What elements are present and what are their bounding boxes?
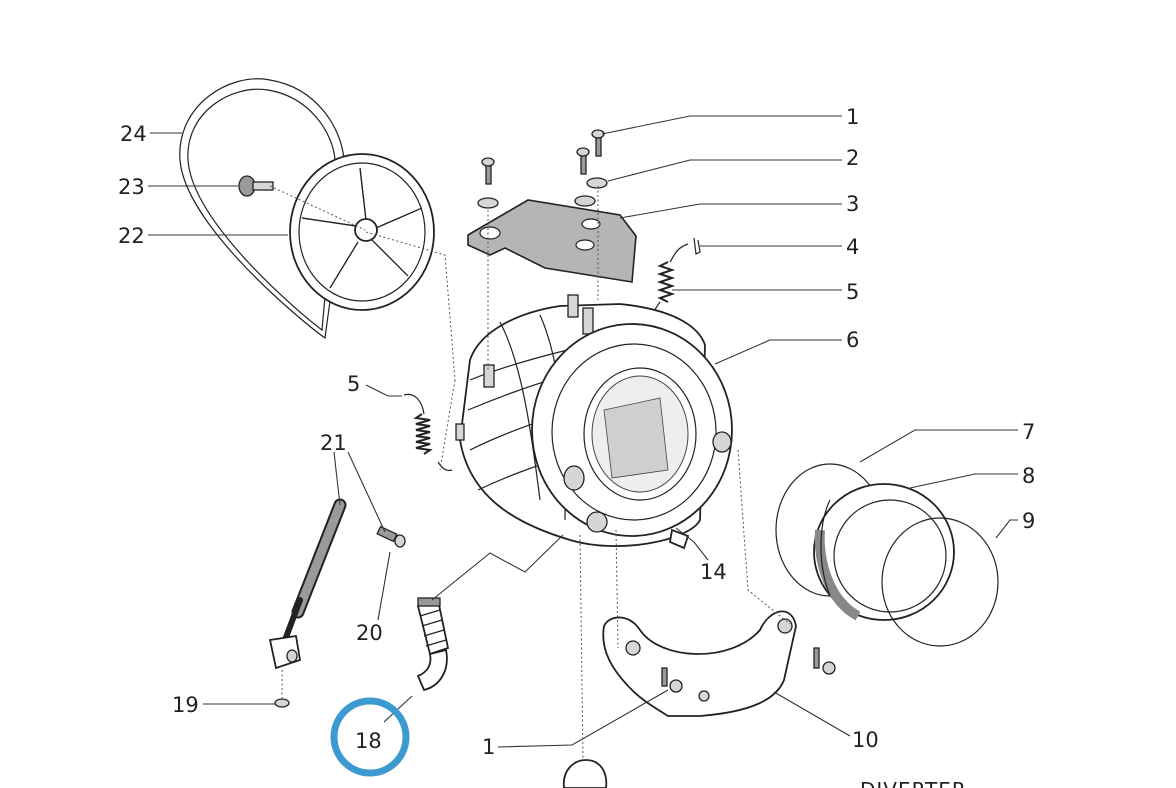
callout-2: 2 xyxy=(846,146,859,170)
lower-spring-part xyxy=(403,393,453,472)
bottom-nut-part xyxy=(274,698,290,708)
callout-7: 7 xyxy=(1022,420,1035,444)
callout-1-top: 1 xyxy=(846,105,859,129)
callout-18: 18 xyxy=(355,729,382,753)
callout-3: 3 xyxy=(846,192,859,216)
footer-diverter-text: DIVERTER xyxy=(860,778,967,788)
shock-pin-part xyxy=(376,525,406,548)
drain-bellows-part xyxy=(416,597,450,692)
door-gasket-part xyxy=(813,483,955,621)
highlight-circle xyxy=(330,697,410,777)
callout-24: 24 xyxy=(120,122,147,146)
counterweight-bracket-part xyxy=(467,199,637,283)
callout-1-bottom: 1 xyxy=(482,735,495,759)
callout-9: 9 xyxy=(1022,509,1035,533)
callout-22: 22 xyxy=(118,224,145,248)
callout-5-left: 5 xyxy=(347,372,360,396)
top-screws-part xyxy=(481,129,605,185)
callout-8: 8 xyxy=(1022,464,1035,488)
pulley-bolt-part xyxy=(238,175,274,197)
callout-21: 21 xyxy=(320,431,347,455)
outer-clamp-ring-part xyxy=(881,517,999,647)
upper-spring-part xyxy=(652,243,689,321)
callout-19: 19 xyxy=(172,693,199,717)
shock-absorber-part xyxy=(268,498,347,670)
partial-ball-part xyxy=(562,759,608,788)
callout-20: 20 xyxy=(356,621,383,645)
callout-5-right: 5 xyxy=(846,280,859,304)
callout-10: 10 xyxy=(852,728,879,752)
drum-pulley-part xyxy=(289,153,435,311)
callout-labels: 1 2 3 4 5 6 7 8 9 10 24 23 22 5 21 20 19… xyxy=(118,105,1035,759)
callout-14: 14 xyxy=(700,560,727,584)
spring-hook-part xyxy=(693,237,701,255)
callout-23: 23 xyxy=(118,175,145,199)
callout-6: 6 xyxy=(846,328,859,352)
washers-part xyxy=(477,177,608,209)
support-bracket-part xyxy=(602,610,836,717)
tub-part xyxy=(455,294,733,550)
assembly-dotted-lines xyxy=(269,185,791,761)
callout-4: 4 xyxy=(846,235,859,259)
callout-leader-lines xyxy=(148,115,1018,748)
